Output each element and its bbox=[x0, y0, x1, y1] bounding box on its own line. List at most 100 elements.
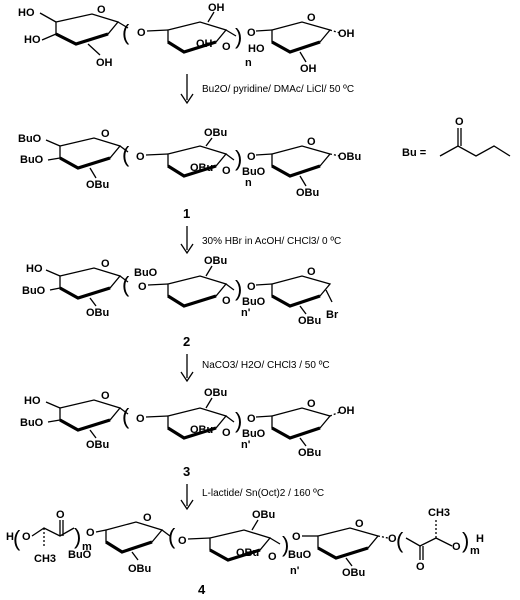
label-n: n bbox=[245, 57, 252, 69]
label-o: O bbox=[101, 258, 110, 270]
label-n-prime: n' bbox=[290, 565, 300, 577]
label-obu: OBu bbox=[338, 151, 361, 163]
label-o: O bbox=[222, 427, 231, 439]
label-buo: BuO bbox=[242, 166, 266, 178]
label-obu: OBu bbox=[298, 447, 321, 459]
bracket-close: ) bbox=[235, 408, 242, 433]
compound-1-structure: BuO BuO OBu O ( O OBu OBu O ) n O BuO OB… bbox=[18, 116, 511, 221]
label-n-prime: n' bbox=[241, 439, 251, 451]
bracket-close: ) bbox=[235, 146, 242, 171]
label-obu: OBu bbox=[86, 439, 109, 451]
bracket-open: ( bbox=[13, 526, 21, 551]
label-o: O bbox=[452, 541, 461, 553]
label-o: O bbox=[143, 512, 152, 524]
reaction-arrow-1: Bu2O/ pyridine/ DMAc/ LiCl/ 50 ºC bbox=[180, 74, 354, 105]
label-oh: OH bbox=[196, 38, 213, 50]
bracket-open: ( bbox=[168, 524, 176, 549]
label-obu: OBu bbox=[342, 567, 365, 579]
label-o: O bbox=[22, 531, 31, 543]
compound-number-2: 2 bbox=[183, 334, 190, 349]
label-o: O bbox=[292, 531, 301, 543]
bracket-close: ) bbox=[235, 276, 242, 301]
reaction-arrow-3: NaCO3/ H2O/ CHCl3 / 50 ºC bbox=[180, 354, 330, 383]
label-o: O bbox=[307, 12, 316, 24]
label-oh: OH bbox=[96, 57, 113, 69]
bracket-open: ( bbox=[122, 142, 130, 167]
label-o: O bbox=[86, 527, 95, 539]
label-oh: OH bbox=[338, 28, 355, 40]
label-oh: OH bbox=[208, 2, 225, 14]
label-o: O bbox=[247, 281, 256, 293]
label-o: O bbox=[97, 4, 106, 16]
label-buo: BuO bbox=[20, 154, 44, 166]
label-o: O bbox=[455, 116, 464, 128]
compound-number-1: 1 bbox=[183, 206, 190, 221]
label-o: O bbox=[56, 509, 65, 521]
label-o: O bbox=[136, 151, 145, 163]
compound-4-structure: H ( O CH3 O ) m O BuO OBu O ( O OBu OBu … bbox=[6, 507, 484, 597]
starting-xylan-structure: HO HO OH O ( O OH OH O ) n O HO OH O OH bbox=[18, 2, 355, 75]
conditions-step4: L-lactide/ Sn(Oct)2 / 160 ºC bbox=[202, 488, 324, 499]
compound-3-structure: HO BuO OBu O ( O OBu OBu O ) n' O BuO OB… bbox=[20, 387, 355, 479]
label-ho: HO bbox=[248, 43, 265, 55]
label-ho: HO bbox=[24, 34, 41, 46]
label-ho: HO bbox=[24, 395, 41, 407]
conditions-step2: 30% HBr in AcOH/ CHCl3/ 0 ºC bbox=[202, 236, 341, 247]
label-o: O bbox=[222, 165, 231, 177]
label-buo: BuO bbox=[22, 285, 46, 297]
label-buo: BuO bbox=[134, 267, 158, 279]
label-o: O bbox=[222, 295, 231, 307]
bracket-open: ( bbox=[122, 20, 130, 45]
bracket-close: ) bbox=[462, 528, 469, 553]
label-o: O bbox=[247, 27, 256, 39]
compound-number-4: 4 bbox=[198, 582, 206, 597]
bracket-open: ( bbox=[122, 404, 130, 429]
compound-number-3: 3 bbox=[183, 464, 190, 479]
label-buo: BuO bbox=[288, 549, 312, 561]
bracket-open: ( bbox=[396, 528, 404, 553]
label-ho: HO bbox=[26, 263, 43, 275]
reaction-arrow-2: 30% HBr in AcOH/ CHCl3/ 0 ºC bbox=[180, 226, 341, 255]
bracket-close: ) bbox=[282, 532, 289, 557]
label-o: O bbox=[178, 535, 187, 547]
label-br: Br bbox=[326, 309, 339, 321]
label-obu: OBu bbox=[296, 187, 319, 199]
bu-definition-label: Bu = bbox=[402, 147, 426, 159]
label-buo: BuO bbox=[242, 296, 266, 308]
label-ho: HO bbox=[18, 7, 35, 19]
label-obu: OBu bbox=[190, 424, 213, 436]
reaction-arrow-4: L-lactide/ Sn(Oct)2 / 160 ºC bbox=[180, 484, 324, 511]
label-o: O bbox=[136, 413, 145, 425]
label-oh: OH bbox=[338, 405, 355, 417]
label-buo: BuO bbox=[20, 417, 44, 429]
label-o: O bbox=[355, 518, 364, 530]
bracket-open: ( bbox=[122, 272, 130, 297]
label-ch3: CH3 bbox=[34, 553, 56, 565]
compound-2-structure: HO BuO OBu O ( BuO O OBu O ) n' O BuO OB… bbox=[22, 255, 339, 349]
label-o: O bbox=[307, 398, 316, 410]
label-buo: BuO bbox=[18, 133, 42, 145]
label-o: O bbox=[138, 281, 147, 293]
label-o: O bbox=[307, 136, 316, 148]
label-obu: OBu bbox=[236, 547, 259, 559]
label-obu: OBu bbox=[128, 563, 151, 575]
label-o: O bbox=[222, 41, 231, 53]
label-obu: OBu bbox=[190, 162, 213, 174]
label-buo: BuO bbox=[68, 549, 92, 561]
conditions-step3: NaCO3/ H2O/ CHCl3 / 50 ºC bbox=[202, 360, 330, 371]
label-n-prime: n' bbox=[241, 307, 251, 319]
label-h: H bbox=[6, 531, 14, 543]
label-o: O bbox=[101, 390, 110, 402]
label-obu: OBu bbox=[204, 387, 227, 399]
label-obu: OBu bbox=[252, 509, 275, 521]
label-o: O bbox=[247, 151, 256, 163]
bracket-close: ) bbox=[74, 524, 81, 549]
label-oh: OH bbox=[300, 63, 317, 75]
label-o: O bbox=[247, 413, 256, 425]
label-m: m bbox=[470, 545, 480, 557]
label-obu: OBu bbox=[298, 315, 321, 327]
label-buo: BuO bbox=[242, 428, 266, 440]
label-h: H bbox=[476, 533, 484, 545]
conditions-step1: Bu2O/ pyridine/ DMAc/ LiCl/ 50 ºC bbox=[202, 84, 354, 95]
